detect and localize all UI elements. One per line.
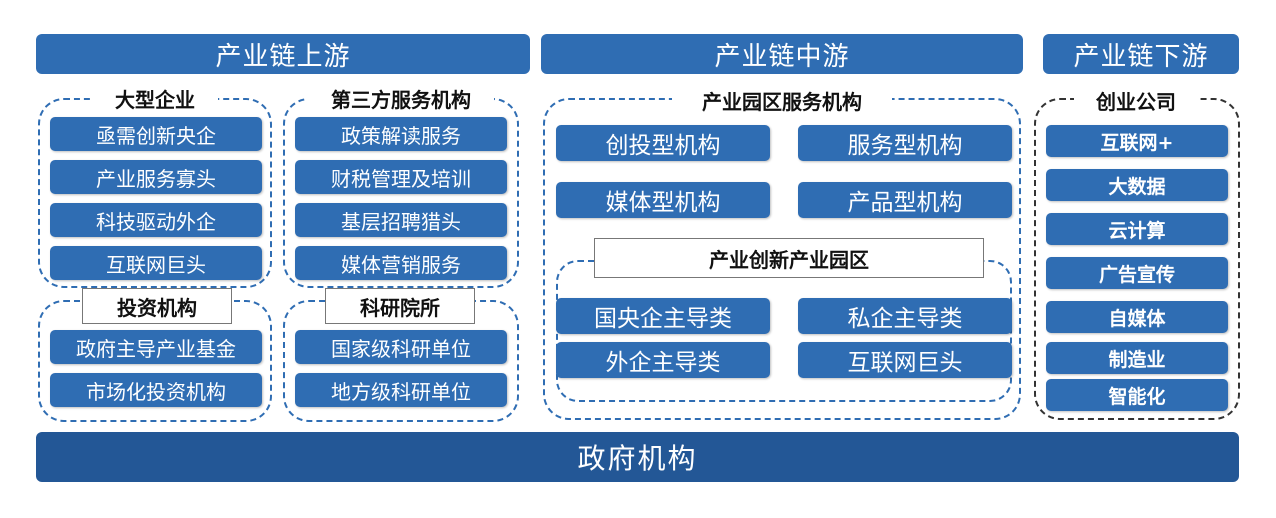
park-service-item: 服务型机构	[798, 125, 1012, 161]
startup-item: 自媒体	[1046, 301, 1228, 333]
park-service-item: 产品型机构	[798, 182, 1012, 218]
startup-item: 大数据	[1046, 169, 1228, 201]
research-item: 国家级科研单位	[295, 330, 507, 364]
startups-title: 创业公司	[1074, 86, 1198, 114]
park-service-item: 媒体型机构	[556, 182, 770, 218]
research-title: 科研院所	[325, 288, 475, 324]
third-party-item: 财税管理及培训	[295, 160, 507, 194]
large-enterprise-item: 产业服务寡头	[50, 160, 262, 194]
third-party-item: 基层招聘猎头	[295, 203, 507, 237]
innovation-park-item: 外企主导类	[556, 342, 770, 378]
government-bar: 政府机构	[36, 432, 1239, 482]
investment-title: 投资机构	[82, 288, 232, 324]
research-item: 地方级科研单位	[295, 373, 507, 407]
startup-item: 广告宣传	[1046, 257, 1228, 289]
innovation-park-item: 互联网巨头	[798, 342, 1012, 378]
innovation-park-item: 国央企主导类	[556, 298, 770, 334]
startup-item: 互联网+	[1046, 125, 1228, 157]
innovation-park-item: 私企主导类	[798, 298, 1012, 334]
startup-item: 云计算	[1046, 213, 1228, 245]
startup-item: 智能化	[1046, 379, 1228, 411]
large-enterprise-item: 亟需创新央企	[50, 117, 262, 151]
header-upstream: 产业链上游	[36, 34, 530, 74]
park-service-item: 创投型机构	[556, 125, 770, 161]
large-enterprises-title: 大型企业	[92, 84, 218, 112]
large-enterprise-item: 科技驱动外企	[50, 203, 262, 237]
large-enterprise-item: 互联网巨头	[50, 246, 262, 280]
header-downstream: 产业链下游	[1043, 34, 1239, 74]
third-party-item: 政策解读服务	[295, 117, 507, 151]
park-services-title: 产业园区服务机构	[672, 86, 892, 114]
investment-item: 政府主导产业基金	[50, 330, 262, 364]
header-midstream: 产业链中游	[541, 34, 1023, 74]
innovation-parks-title: 产业创新产业园区	[594, 238, 984, 278]
startup-item: 制造业	[1046, 342, 1228, 374]
third-party-title: 第三方服务机构	[308, 84, 494, 112]
third-party-item: 媒体营销服务	[295, 246, 507, 280]
investment-item: 市场化投资机构	[50, 373, 262, 407]
